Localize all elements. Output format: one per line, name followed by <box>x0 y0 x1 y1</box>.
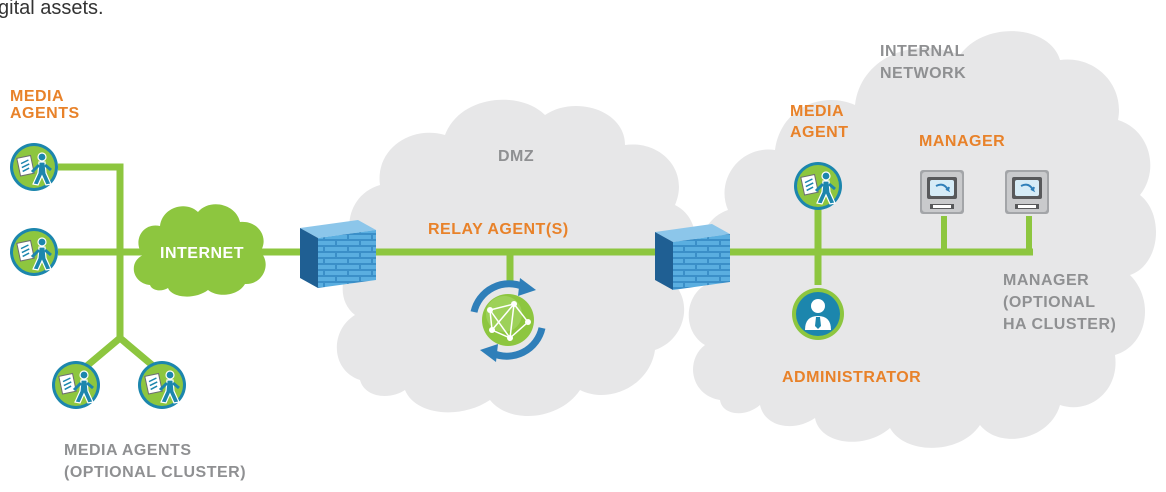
media-agents-cluster-label-line2: (OPTIONAL CLUSTER) <box>64 464 246 481</box>
firewall-icon <box>655 224 730 290</box>
manager-computer-icon <box>1004 169 1050 215</box>
media-agent-icon <box>136 359 188 411</box>
manager-cluster-label-line2: (OPTIONAL <box>1003 294 1096 311</box>
media-agent-icon <box>50 359 102 411</box>
media-agents-cluster-label-line1: MEDIA AGENTS <box>64 442 191 459</box>
dmz-label: DMZ <box>498 148 534 165</box>
internal-network-cloud <box>688 31 1157 448</box>
media-agent-icon <box>8 226 60 278</box>
administrator-label: ADMINISTRATOR <box>782 369 921 386</box>
manager-cluster-label-line3: HA CLUSTER) <box>1003 316 1116 333</box>
media-agent-icon <box>8 141 60 193</box>
media-agent-label-line2: AGENT <box>790 124 849 141</box>
media-agents-label-line2: AGENTS <box>10 105 80 122</box>
intro-text: gital assets. <box>0 0 104 19</box>
manager-computer-icon <box>919 169 965 215</box>
internet-label: INTERNET <box>160 245 244 262</box>
internal-network-label-line2: NETWORK <box>880 65 966 82</box>
relay-agent-globe-icon <box>470 278 546 362</box>
media-agent-icon <box>792 160 844 212</box>
dmz-cloud <box>336 99 696 417</box>
internet-cloud-icon: INTERNET <box>133 204 266 297</box>
media-agents-label-line1: MEDIA <box>10 88 64 105</box>
administrator-person-icon <box>792 288 844 340</box>
manager-cluster-label-line1: MANAGER <box>1003 272 1089 289</box>
firewall-icon <box>300 220 376 288</box>
relay-agents-label: RELAY AGENT(S) <box>428 221 569 238</box>
manager-label: MANAGER <box>919 133 1005 150</box>
internal-network-label-line1: INTERNAL <box>880 43 965 60</box>
media-agent-label-line1: MEDIA <box>790 103 844 120</box>
